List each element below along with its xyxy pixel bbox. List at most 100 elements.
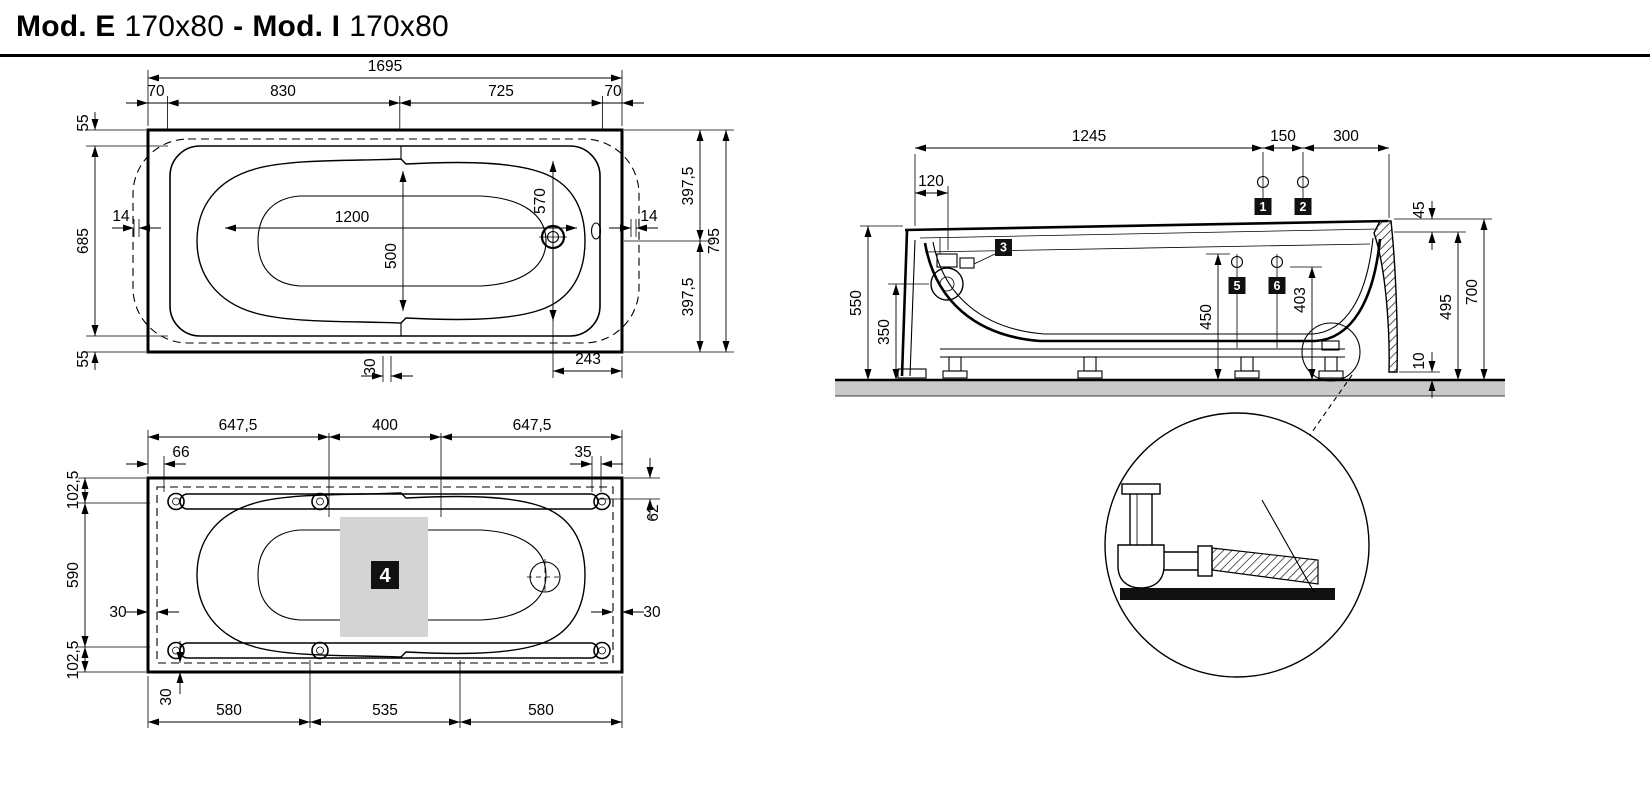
tub-well-contour: [196, 158, 586, 324]
dim-495: 495: [1438, 232, 1462, 380]
dim-label-500: 500: [383, 243, 400, 269]
dim-label-14-left: 14: [112, 208, 130, 225]
dim-label-535: 535: [372, 702, 398, 719]
callout-5: [1228, 277, 1246, 294]
detail-leader-line: [1309, 374, 1353, 436]
dim-label-830: 830: [270, 83, 296, 100]
dim-10: 10: [1399, 352, 1440, 398]
pipe-union-nut: [1197, 545, 1213, 577]
title-separator: -: [233, 10, 244, 43]
dim-label-550: 550: [848, 290, 865, 316]
dim-overall-length-1695: 1695: [147, 58, 623, 126]
drain-trap-body: [1117, 544, 1165, 589]
dim-550: 550: [848, 225, 903, 380]
end-panel-hatched: [1373, 220, 1398, 373]
dim-label-30-right: 30: [643, 604, 661, 621]
bottom-view: 4 647,5 400 647,5 66 35 102,5 590 102,5: [65, 417, 662, 728]
tub-bottom-outer-edge: [146, 476, 624, 674]
dim-label-700: 700: [1464, 279, 1481, 305]
callout-1-label: 1: [1260, 200, 1267, 214]
dim-label-580-left: 580: [216, 702, 242, 719]
dim-label-30-bottom: 30: [158, 688, 175, 706]
title-model-i: Mod. I: [252, 10, 341, 43]
dim-30-bottom: 30: [158, 641, 184, 706]
dim-label-70-right: 70: [604, 83, 622, 100]
dim-label-30-left: 30: [109, 604, 127, 621]
tub-floor-contour: [257, 195, 547, 287]
callout-6: [1268, 277, 1286, 294]
dim-label-55-bottom: 55: [75, 350, 92, 367]
dim-403: 403: [1290, 266, 1322, 380]
tub-dashed-outline: [132, 138, 640, 344]
dim-label-350: 350: [876, 319, 893, 345]
dim-350: 350: [876, 283, 929, 380]
dim-1200: 1200: [225, 209, 577, 232]
detail-circle: [1104, 412, 1370, 678]
dim-label-66: 66: [172, 444, 189, 461]
dim-label-243: 243: [575, 351, 601, 368]
dim-label-10: 10: [1411, 352, 1428, 370]
dim-label-647-right: 647,5: [513, 417, 552, 434]
callout-1: [1254, 198, 1272, 215]
title-size-e: 170x80: [124, 10, 225, 43]
dim-left-55-685-55: 55 685 55: [75, 112, 168, 370]
drain-fitting-section: [1321, 340, 1340, 351]
detail-base-plate: [1120, 588, 1335, 600]
top-view: 1695 70 830 725 70 55 685 55 14: [75, 58, 734, 382]
dim-label-55-top: 55: [75, 114, 92, 131]
dim-120: 120: [915, 173, 949, 250]
dim-label-590: 590: [65, 562, 82, 588]
dim-label-685: 685: [75, 228, 92, 254]
frame-rail-top: [179, 493, 599, 510]
dim-label-795: 795: [706, 228, 723, 254]
well-contour-bottom: [196, 492, 586, 658]
dim-14-right: 14: [609, 208, 658, 237]
overflow-unit: [930, 238, 964, 301]
dim-row-580-535-580: 580 535 580: [147, 660, 623, 728]
screw-2: 2: [1294, 152, 1312, 215]
dim-label-120: 120: [918, 173, 944, 190]
dim-label-450: 450: [1198, 304, 1215, 330]
dim-500: 500: [383, 171, 407, 311]
callout-2: [1294, 198, 1312, 215]
dim-left-102-590-102: 102,5 590 102,5: [65, 471, 150, 679]
dim-label-1200: 1200: [335, 209, 370, 226]
standpipe-flange: [1121, 483, 1161, 495]
dim-35: 35: [570, 444, 623, 492]
dim-label-35: 35: [574, 444, 591, 461]
floor-contour-bottom: [257, 529, 547, 621]
detail-indicator-circle: [1301, 322, 1361, 382]
dim-243: 243: [552, 250, 623, 378]
dim-row-70-830-725-70: 70 830 725 70: [126, 83, 644, 131]
support-frame-section: [940, 348, 1345, 379]
dim-label-495: 495: [1438, 294, 1455, 320]
callout-3: [995, 239, 1012, 256]
dim-label-400: 400: [372, 417, 398, 434]
bowl-profile: [923, 238, 1382, 343]
dim-label-62: 62: [645, 504, 662, 521]
dim-30-right: 30: [591, 604, 661, 621]
adjustable-feet: [167, 492, 611, 660]
dim-label-102-top: 102,5: [65, 471, 82, 510]
dim-label-403: 403: [1292, 287, 1309, 313]
ground-band: [835, 381, 1505, 396]
dim-45: 45: [1394, 201, 1492, 250]
dim-label-570: 570: [532, 188, 549, 214]
dim-label-397-bottom: 397,5: [680, 278, 697, 317]
tub-outer-edge: [146, 128, 624, 354]
dim-label-647-left: 647,5: [219, 417, 258, 434]
tub-bottom-dashed-edge: [156, 486, 614, 664]
dim-66: 66: [126, 444, 190, 492]
callout-6-label: 6: [1274, 279, 1281, 293]
dim-label-45: 45: [1411, 201, 1428, 218]
dim-label-14-right: 14: [640, 208, 658, 225]
dim-label-1245: 1245: [1072, 128, 1106, 145]
dim-450: 450: [1198, 253, 1230, 380]
dim-row-1245-150-300: 1245 150 300: [914, 128, 1390, 226]
screw-6: 6: [1268, 254, 1286, 348]
side-view: 3 1 2 5 6 1245 150 300: [835, 128, 1505, 436]
dim-row-647-400-647: 647,5 400 647,5: [147, 417, 623, 517]
callout-4-label: 4: [379, 565, 391, 587]
dim-right-397-795: 397,5 397,5 795: [624, 129, 734, 353]
